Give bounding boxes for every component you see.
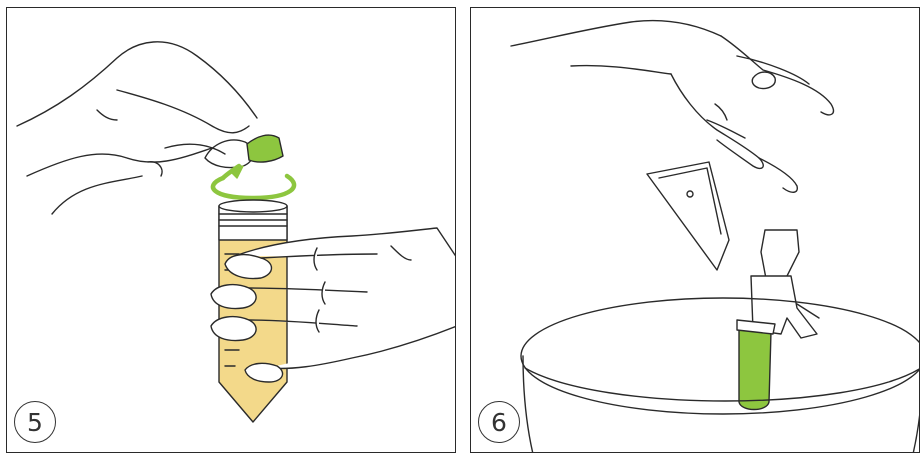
tube-cap-icon bbox=[246, 134, 284, 163]
step-number-badge: 6 bbox=[478, 401, 520, 443]
lower-hand-icon bbox=[210, 227, 455, 383]
step-5-panel: 5 bbox=[6, 7, 456, 453]
tube-holder-icon bbox=[646, 161, 820, 339]
step-6-panel: 6 bbox=[470, 7, 920, 453]
sample-tube-icon bbox=[218, 199, 288, 423]
step-6-illustration bbox=[510, 19, 919, 452]
step-5-illustration bbox=[16, 41, 455, 423]
releasing-hand-icon bbox=[510, 19, 835, 193]
green-tube-icon bbox=[738, 327, 772, 411]
step-number-badge: 5 bbox=[14, 401, 56, 443]
bin-icon bbox=[520, 297, 919, 452]
rotate-arrow-icon bbox=[210, 163, 297, 201]
upper-hand-icon bbox=[16, 41, 258, 215]
